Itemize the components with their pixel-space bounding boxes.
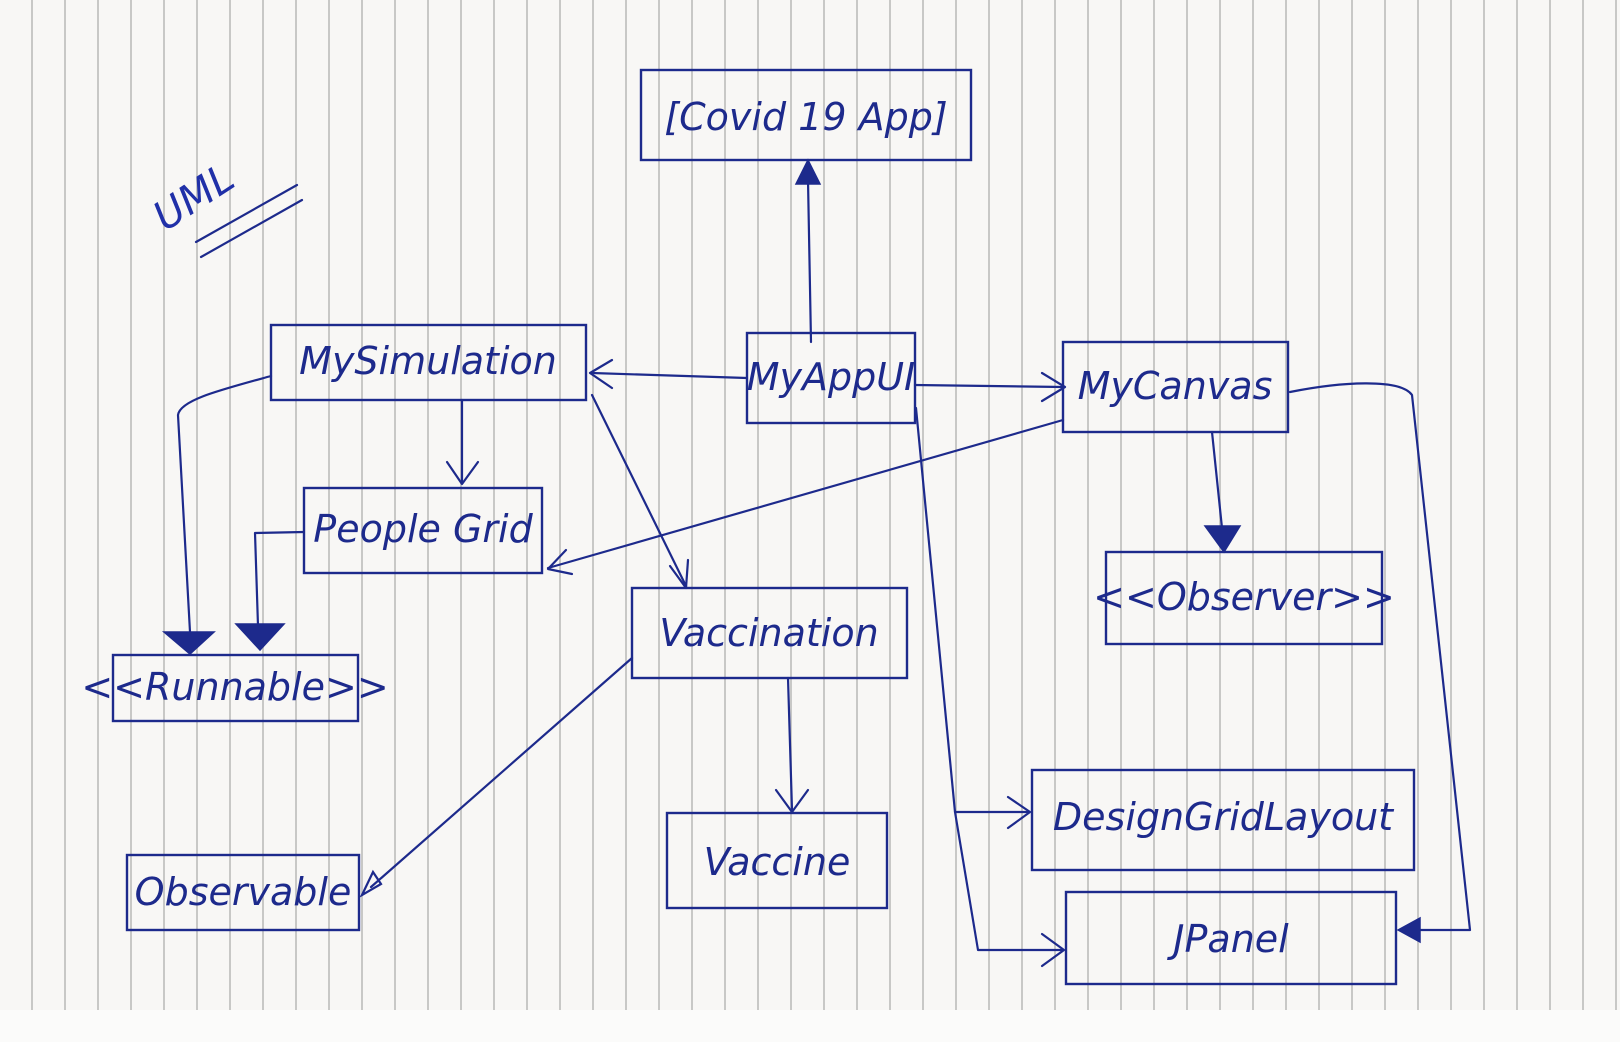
class-jpanel: JPanel [1064,890,1398,986]
uml-title-text: UML [145,155,242,240]
class-box-observer [1104,550,1384,646]
edge-mysimulation-to-runnable [161,374,273,655]
edge-myappui-to-designgridlayout [914,406,1032,830]
class-box-vaccine [665,811,889,910]
class-label-runnable: <<Runnable>> [81,665,388,709]
edge-mycanvas-to-observer [1203,430,1242,554]
edge-mycanvas-to-jpanel [1288,382,1472,944]
class-mycanvas: MyCanvas [1061,340,1290,434]
class-runnable: <<Runnable>> [81,653,389,723]
class-vaccine: Vaccine [665,811,889,910]
class-vaccination: Vaccination [630,586,909,680]
page-bottom-margin [0,1010,1620,1042]
class-label-vaccination: Vaccination [659,611,878,655]
edge-peoplegrid-to-runnable [234,530,306,652]
class-box-jpanel [1064,890,1398,986]
edge-myappui-to-jpanel [953,810,1066,968]
class-box-covid19app [639,68,973,162]
class-peoplegrid: People Grid [302,486,544,575]
title-underline-2 [199,198,304,259]
class-box-observable [125,853,361,932]
class-mysimulation: MySimulation [269,323,588,402]
edge-mysimulation-to-vaccination [590,393,690,590]
class-observer: <<Observer>> [1093,550,1395,646]
class-observable: Observable [125,853,361,932]
class-myappui: MyAppUI [745,331,917,425]
class-label-mysimulation: MySimulation [299,339,557,383]
class-label-covid19app: [Covid 19 App] [664,95,947,139]
edge-mycanvas-to-peoplegrid [546,418,1065,576]
class-box-mysimulation [269,323,588,402]
class-box-designgridlayout [1030,768,1416,872]
edge-myappui-to-mycanvas [913,371,1067,403]
class-label-observable: Observable [135,870,352,914]
class-box-runnable [111,653,360,723]
edge-myappui-to-covid19app [794,158,822,344]
uml-title: UML [145,155,304,259]
class-label-myappui: MyAppUI [747,355,916,399]
class-label-peoplegrid: People Grid [313,507,533,551]
class-designgridlayout: DesignGridLayout [1030,768,1416,872]
edge-vaccination-to-vaccine [774,676,810,814]
class-box-vaccination [630,586,909,680]
class-covid19app: [Covid 19 App] [639,68,973,162]
class-label-jpanel: JPanel [1166,917,1289,961]
edge-myappui-to-mysimulation [588,358,749,390]
class-label-observer: <<Observer>> [1093,575,1395,619]
edge-vaccination-to-observable [359,656,634,898]
title-underline-1 [194,183,299,244]
class-label-vaccine: Vaccine [704,840,851,884]
edge-mysimulation-to-peoplegrid [445,398,480,486]
class-label-mycanvas: MyCanvas [1078,364,1273,408]
class-label-designgridlayout: DesignGridLayout [1053,795,1395,839]
class-box-peoplegrid [302,486,544,575]
